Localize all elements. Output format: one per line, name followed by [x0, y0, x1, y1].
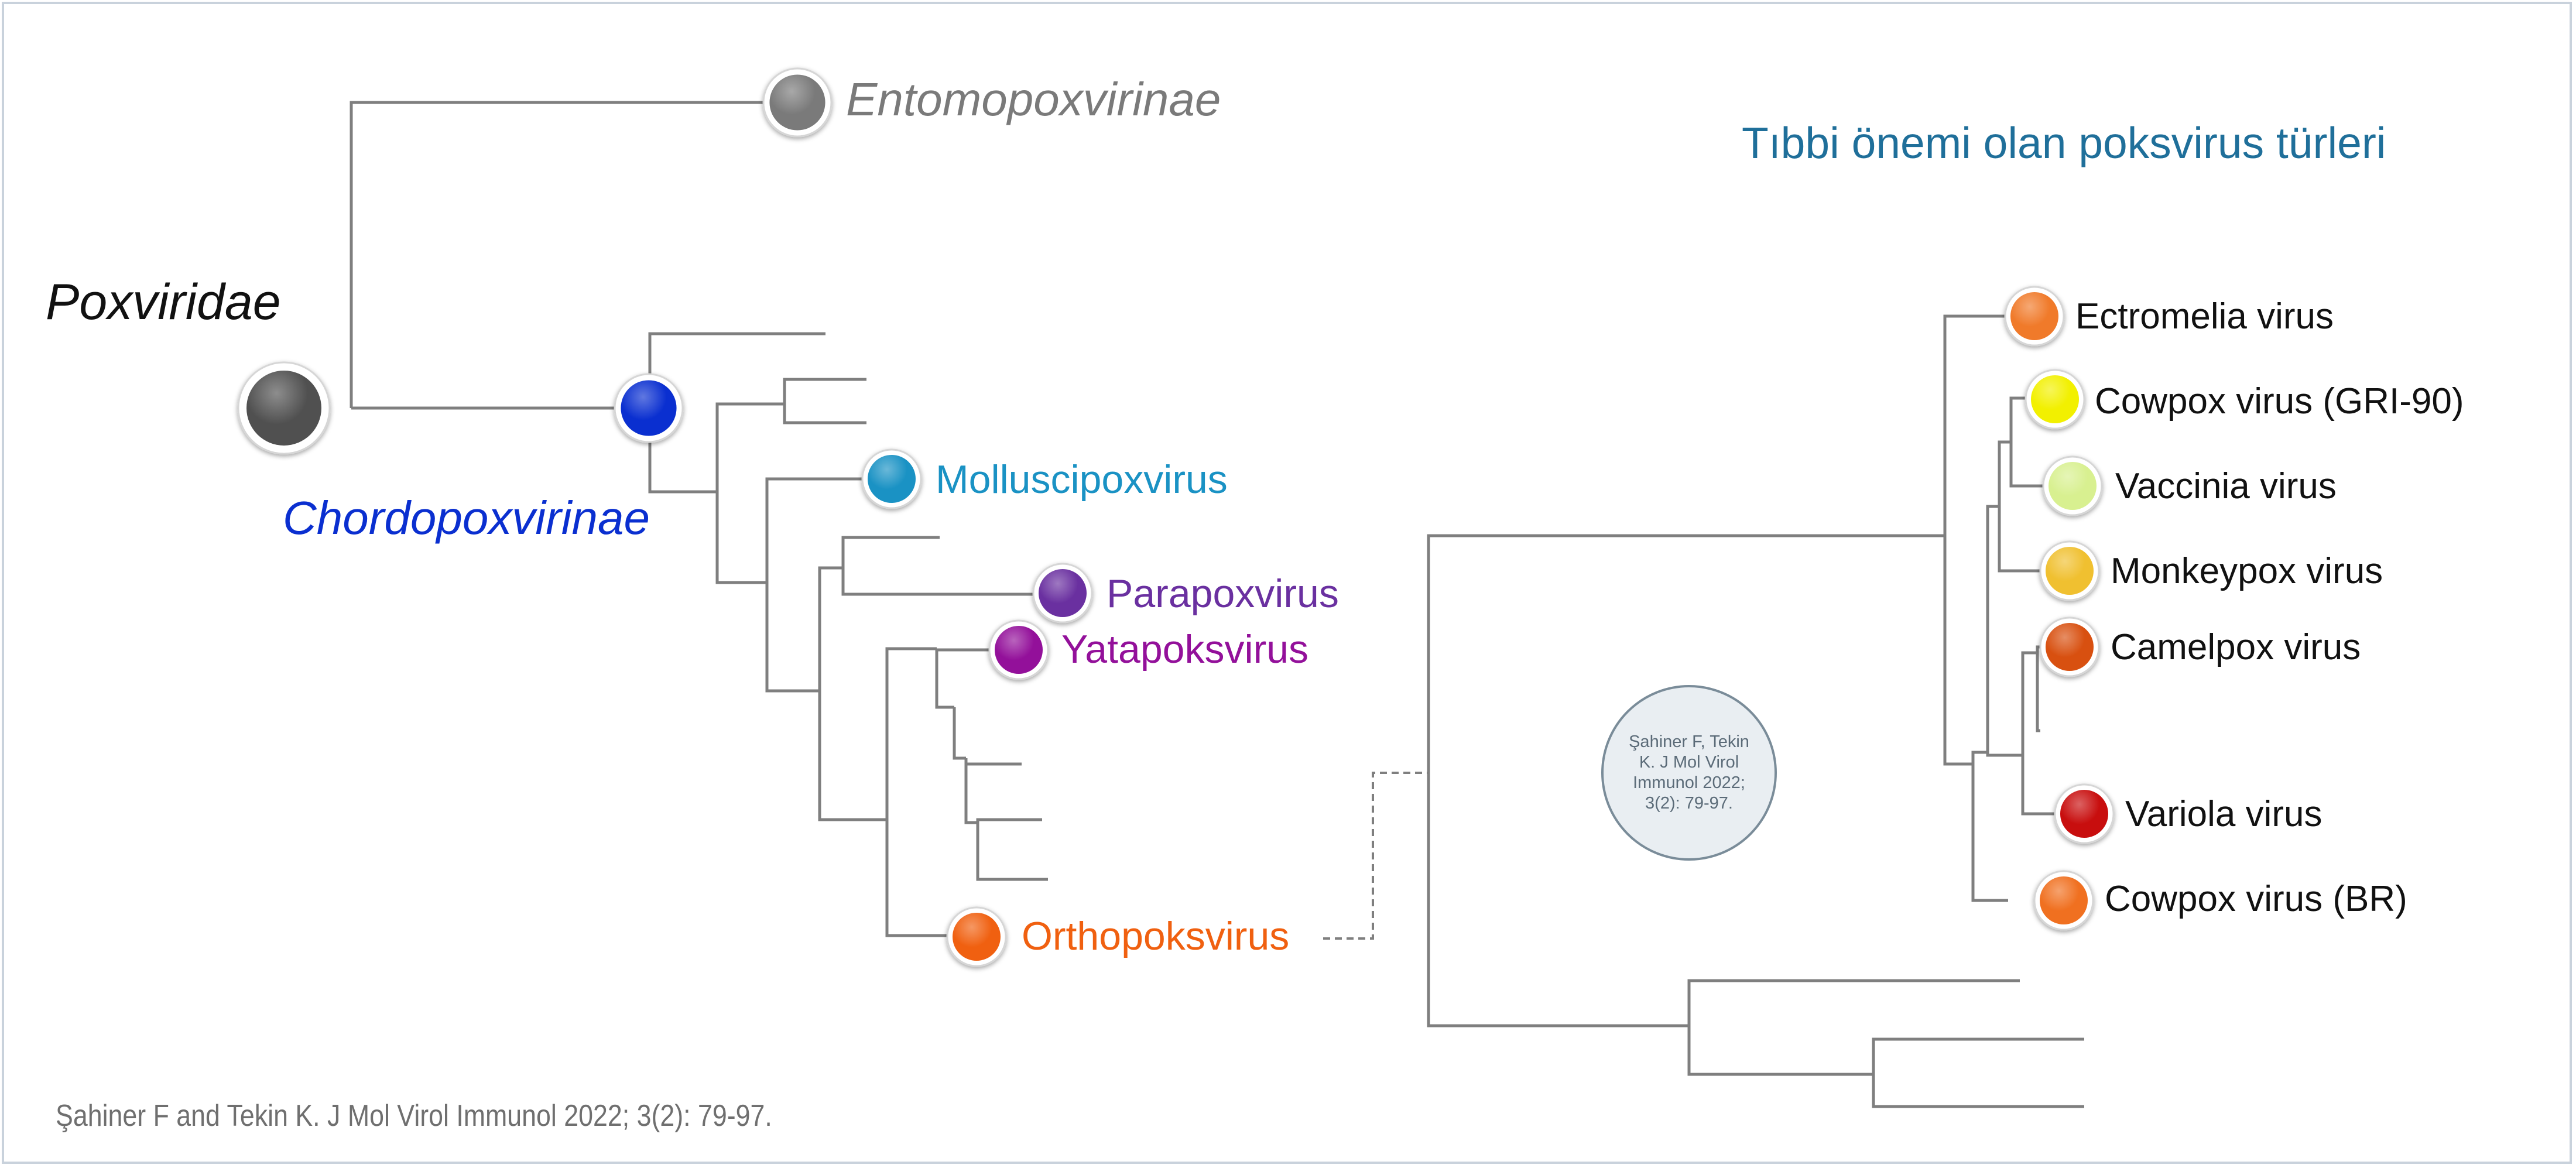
node-parapoxvirus: [1032, 563, 1093, 624]
label-orthopoksvirus: Orthopoksvirus: [1022, 914, 1290, 958]
label-cowpox-br: Cowpox virus (BR): [2105, 879, 2407, 919]
connector-dashed: [1323, 772, 1429, 940]
label-vaccinia-virus: Vaccinia virus: [2115, 466, 2337, 506]
node-variola: [2054, 783, 2115, 844]
label-parapoxvirus: Parapoxvirus: [1107, 571, 1339, 616]
branch-root-entomopox: [350, 101, 796, 408]
node-molluscipoxvirus: [861, 448, 922, 509]
node-yatapoksvirus: [988, 619, 1049, 680]
tree-branches: [350, 101, 2084, 1108]
label-ectromelia-virus: Ectromelia virus: [2075, 296, 2334, 337]
label-entomopoxvirinae: Entomopoxvirinae: [846, 73, 1221, 125]
label-molluscipoxvirus: Molluscipoxvirus: [936, 457, 1228, 502]
label-poxviridae: Poxviridae: [46, 274, 281, 330]
node-poxviridae: [237, 361, 331, 455]
node-vaccinia: [2042, 455, 2103, 516]
label-yatapoksvirus: Yatapoksvirus: [1061, 627, 1309, 672]
node-chordopoxvirinae: [614, 373, 684, 443]
reference-badge: Şahiner F, Tekin K. J Mol Virol Immunol …: [1601, 685, 1777, 861]
label-variola-virus: Variola virus: [2125, 794, 2322, 834]
label-cowpox-gri90: Cowpox virus (GRI-90): [2095, 381, 2464, 422]
citation-footer: Şahiner F and Tekin K. J Mol Virol Immun…: [56, 1099, 772, 1133]
node-monkeypox: [2039, 540, 2100, 601]
figure-title: Tıbbi önemi olan poksvirus türleri: [1742, 118, 2386, 167]
node-cowpox-gri90: [2025, 369, 2085, 430]
reference-badge-text: Şahiner F, Tekin K. J Mol Virol Immunol …: [1629, 732, 1749, 813]
node-camelpox: [2039, 616, 2100, 677]
node-orthopoksvirus: [946, 906, 1007, 967]
node-cowpox-br: [2033, 870, 2094, 931]
label-camelpox-virus: Camelpox virus: [2111, 627, 2361, 667]
label-monkeypox-virus: Monkeypox virus: [2111, 551, 2383, 591]
node-entomopoxvirinae: [762, 67, 833, 138]
node-ectromelia: [2004, 286, 2065, 347]
label-chordopoxvirinae: Chordopoxvirinae: [283, 492, 650, 544]
